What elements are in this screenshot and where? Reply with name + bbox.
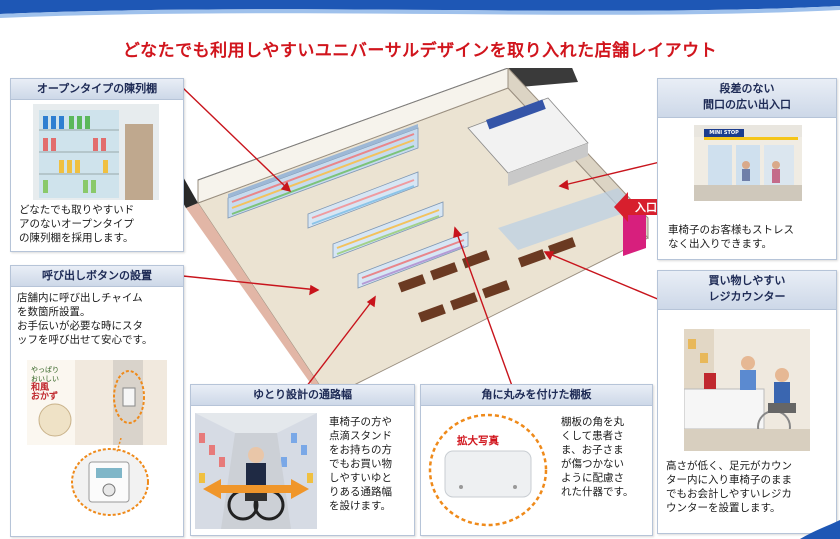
photo-text: 和風 — [31, 383, 50, 393]
text-line: ター内に入り車椅子のまま — [666, 474, 792, 486]
panel-title: オープンタイプの陳列棚 — [11, 79, 183, 100]
text-line: をお持ちの方 — [329, 444, 392, 456]
text-line: を数箇所設置。 — [17, 306, 91, 318]
text-line: が傷つかない — [561, 458, 624, 470]
panel-open-shelf: オープンタイプの陳列棚 どなたでも取りやすいド アのないオープンタイプ の陳列棚… — [10, 78, 184, 252]
header-swoosh — [0, 0, 840, 18]
panel-title: レジカウンター — [708, 290, 786, 303]
call-button-zoom — [71, 448, 149, 516]
text-line: 棚板の角を丸 — [561, 416, 624, 428]
photo-text: おかず — [31, 392, 59, 402]
panel-title: 間口の広い出入口 — [703, 98, 791, 111]
zoom-badge: 拡大写真 — [457, 435, 499, 447]
photo-text: やっぱり — [31, 366, 59, 374]
panel-rounded-shelf: 角に丸みを付けた棚板 拡大写真 棚板の角を丸 くして患者さ ま、お子さま が傷つ… — [420, 384, 653, 536]
panel-aisle: ゆとり設計の通路幅 車椅子の方や 点滴スタンド をお持ちの方 でもお買い物 しや… — [190, 384, 415, 536]
panel-title: 段差のない — [719, 82, 775, 95]
text-line: ように配慮さ — [561, 472, 624, 484]
corner-decoration — [800, 520, 840, 539]
panel-title: 呼び出しボタンの設置 — [11, 266, 183, 287]
text-line: 点滴スタンド — [329, 430, 392, 442]
text-line: 車椅子の方や — [329, 416, 392, 428]
register-photo — [684, 329, 810, 451]
shelf-zoom-photo — [428, 413, 548, 527]
panel-title: 角に丸みを付けた棚板 — [421, 385, 652, 406]
text-line: アのないオープンタイプ — [19, 218, 134, 230]
entrance-arrow-icon — [614, 192, 662, 222]
page-title: どなたでも利用しやすいユニバーサルデザインを取り入れた店舗レイアウト — [122, 41, 718, 61]
panel-call-button: 呼び出しボタンの設置 店舗内に呼び出しチャイム を数箇所設置。 お手伝いが必要な… — [10, 265, 184, 537]
aisle-photo — [195, 413, 317, 529]
panel-register: 買い物しやすい レジカウンター 高さが低く、足元がカウン ター内に入り車椅子のま… — [657, 270, 837, 534]
open-shelf-photo — [33, 104, 159, 200]
entrance-label: 入口 — [635, 201, 657, 214]
panel-entrance: 段差のない 間口の広い出入口 MINI STOP 車椅子のお客様もストレス なく… — [657, 78, 837, 260]
call-button-photo: やっぱり おいしい 和風 おかず — [27, 360, 167, 445]
panel-title: ゆとり設計の通路幅 — [191, 385, 414, 406]
text-line: どなたでも取りやすいド — [19, 204, 135, 216]
store-layout-illustration — [168, 68, 649, 408]
photo-text: おいしい — [31, 375, 59, 383]
text-line: れた什器です。 — [561, 486, 634, 498]
text-line: でもお買い物 — [329, 458, 392, 470]
text-line: の陳列棚を採用します。 — [19, 232, 134, 244]
entrance-gate — [623, 205, 646, 256]
text-line: くして患者さ — [561, 430, 624, 442]
text-line: りある通路幅 — [329, 486, 392, 498]
text-line: しやすいゆと — [329, 472, 392, 484]
text-line: お手伝いが必要な時にスタ — [17, 320, 143, 332]
text-line: を設けます。 — [329, 500, 391, 512]
zoom-connector — [116, 438, 122, 452]
panel-title: 買い物しやすい — [708, 274, 786, 287]
text-line: ウンターを設置します。 — [666, 502, 781, 514]
text-line: でもお会計しやすいレジカ — [666, 488, 792, 500]
entrance-photo: MINI STOP — [694, 125, 802, 201]
text-line: 高さが低く、足元がカウン — [666, 460, 792, 472]
text-line: 車椅子のお客様もストレス — [668, 224, 794, 236]
text-line: 店舗内に呼び出しチャイム — [17, 292, 143, 304]
text-line: ッフを呼び出せて安心です。 — [17, 334, 153, 346]
text-line: なく出入りできます。 — [668, 238, 772, 250]
text-line: ま、お子さま — [561, 444, 624, 456]
store-sign: MINI STOP — [709, 130, 739, 136]
